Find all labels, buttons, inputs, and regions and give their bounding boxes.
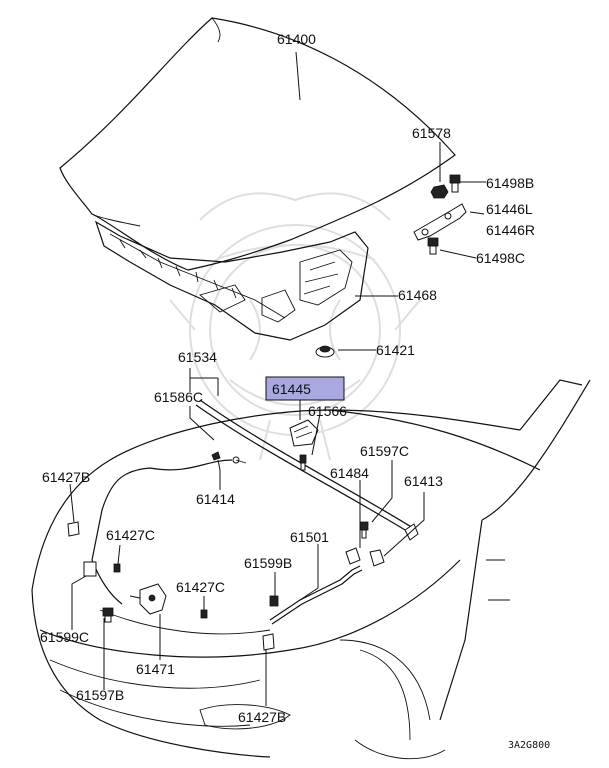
grommet-61421 <box>315 345 335 358</box>
fastener-61427b-bottom <box>262 633 275 651</box>
label-61599b[interactable]: 61599B <box>244 555 292 571</box>
label-61597c[interactable]: 61597C <box>360 443 409 459</box>
label-61427b-top[interactable]: 61427B <box>42 469 90 485</box>
nut-61578 <box>430 184 449 199</box>
clip-61413 <box>369 549 385 567</box>
label-61445[interactable]: 61445 <box>272 381 311 397</box>
bumper-61597c <box>359 521 369 539</box>
label-61599c[interactable]: 61599C <box>40 629 89 645</box>
label-61534[interactable]: 61534 <box>178 349 217 365</box>
label-61427c-a[interactable]: 61427C <box>106 527 155 543</box>
label-61597b[interactable]: 61597B <box>76 687 124 703</box>
label-61446l[interactable]: 61446L <box>486 201 533 217</box>
label-61427c-b[interactable]: 61427C <box>176 579 225 595</box>
leader-lines <box>69 51 486 706</box>
label-61484[interactable]: 61484 <box>330 465 369 481</box>
label-61498b[interactable]: 61498B <box>486 175 534 191</box>
fastener-61427c-a <box>113 563 121 573</box>
screw-61566 <box>299 454 307 471</box>
label-61427b-bottom[interactable]: 61427B <box>238 709 286 725</box>
stay-61501 <box>269 547 363 625</box>
car-body <box>31 379 591 760</box>
label-61501[interactable]: 61501 <box>290 529 329 545</box>
hood-lock-61471 <box>129 583 167 615</box>
bolt-61498b <box>449 174 461 193</box>
label-61586c[interactable]: 61586C <box>154 389 203 405</box>
label-61498c[interactable]: 61498C <box>476 250 525 266</box>
hood-panel <box>59 17 456 271</box>
label-61468[interactable]: 61468 <box>398 287 437 303</box>
hood-hinge <box>413 203 467 241</box>
fastener-61427b-top <box>67 521 80 537</box>
clip-61599b <box>269 595 279 607</box>
hood-insulator <box>94 220 369 341</box>
label-61471[interactable]: 61471 <box>136 661 175 677</box>
label-61566[interactable]: 61566 <box>308 403 347 419</box>
label-61414[interactable]: 61414 <box>196 491 235 507</box>
bumper-61599c <box>83 561 97 577</box>
diagram-code: 3A2G800 <box>508 740 550 751</box>
bolt-61498c <box>427 237 439 255</box>
fastener-61427c-b <box>200 609 208 619</box>
highlighted-part-box <box>265 376 345 401</box>
release-cable-61414 <box>91 451 247 605</box>
bolt-61597b <box>102 607 114 623</box>
label-61413[interactable]: 61413 <box>404 473 443 489</box>
label-61421[interactable]: 61421 <box>376 342 415 358</box>
watermark-emblem <box>169 192 421 461</box>
clip-61445 <box>289 419 319 447</box>
label-61578[interactable]: 61578 <box>412 125 451 141</box>
label-61446r[interactable]: 61446R <box>486 222 535 238</box>
label-61400[interactable]: 61400 <box>277 31 316 47</box>
